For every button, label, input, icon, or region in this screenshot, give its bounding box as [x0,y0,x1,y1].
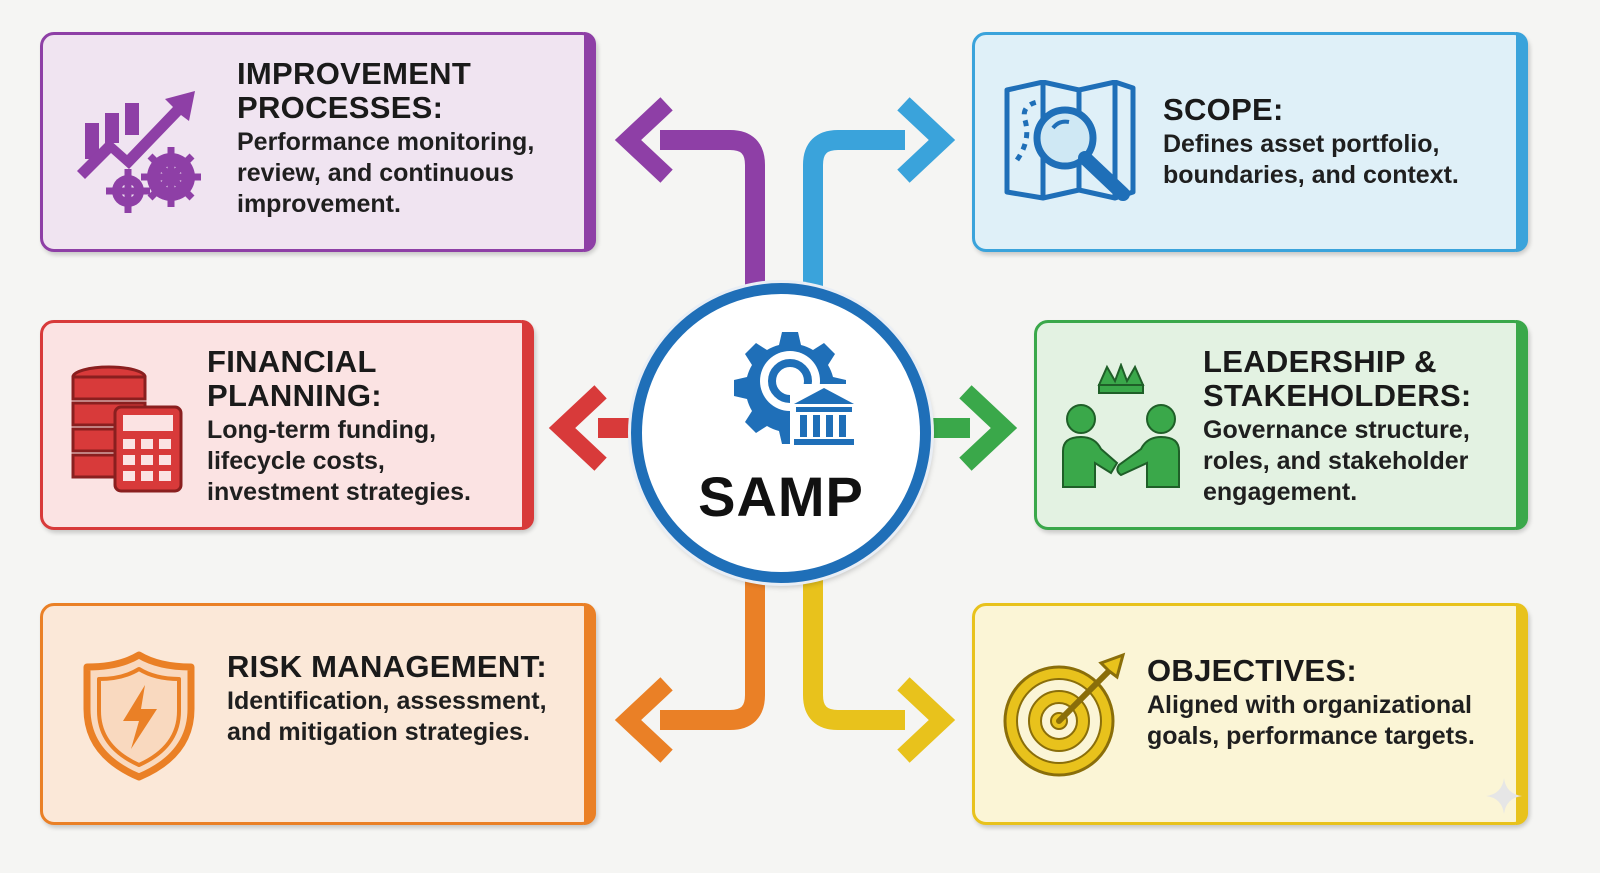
card-risk: RISK MANAGEMENT: Identification, assessm… [40,603,596,825]
card-title: OBJECTIVES: [1147,653,1358,688]
chart-gears-icon [77,91,201,213]
card-objectives: OBJECTIVES: Aligned with organizational … [972,603,1528,825]
gear-bank-icon [734,332,858,450]
card-description: Identification, assessment, and mitigati… [227,687,547,746]
card-description: Governance structure, roles, and stakeho… [1203,416,1470,506]
coins-calculator-icon [71,365,183,493]
arrow-to-objectives [803,570,905,730]
shield-lightning-icon [83,651,195,781]
arrowhead-risk [614,677,673,763]
samp-hub: SAMP [631,283,931,583]
arrowhead-objectives [897,677,956,763]
arrowhead-improvement [614,97,673,183]
card-accent [522,320,534,530]
handshake-crown-icon [1062,363,1180,488]
sparkle-icon [1486,778,1522,814]
arrowhead-financial [548,385,607,471]
arrow-to-risk [660,570,765,730]
target-arrow-icon [1003,652,1126,777]
card-accent [1516,603,1528,825]
card-description: Long-term funding, lifecycle costs, inve… [207,416,471,506]
card-leadership: LEADERSHIP & STAKEHOLDERS: Governance st… [1034,320,1528,530]
card-title: FINANCIAL PLANNING: [207,344,382,413]
map-magnifier-icon [1004,80,1136,201]
card-title: IMPROVEMENT PROCESSES: [237,56,472,125]
card-description: Defines asset portfolio, boundaries, and… [1163,130,1459,189]
card-accent [1516,32,1528,252]
card-description: Aligned with organizational goals, perfo… [1147,691,1475,750]
arrowhead-leadership [959,385,1018,471]
card-accent [584,603,596,825]
arrow-to-improvement [660,130,765,290]
arrowhead-scope [897,97,956,183]
card-financial: FINANCIAL PLANNING: Long-term funding, l… [40,320,534,530]
card-title: RISK MANAGEMENT: [227,649,547,684]
arrow-to-scope [803,130,905,290]
card-title: LEADERSHIP & STAKEHOLDERS: [1203,344,1472,413]
card-accent [584,32,596,252]
card-description: Performance monitoring, review, and cont… [237,128,535,218]
hub-label: SAMP [698,465,864,528]
card-title: SCOPE: [1163,92,1284,127]
card-scope: SCOPE: Defines asset portfolio, boundari… [972,32,1528,252]
card-improvement: IMPROVEMENT PROCESSES: Performance monit… [40,32,596,252]
card-accent [1516,320,1528,530]
